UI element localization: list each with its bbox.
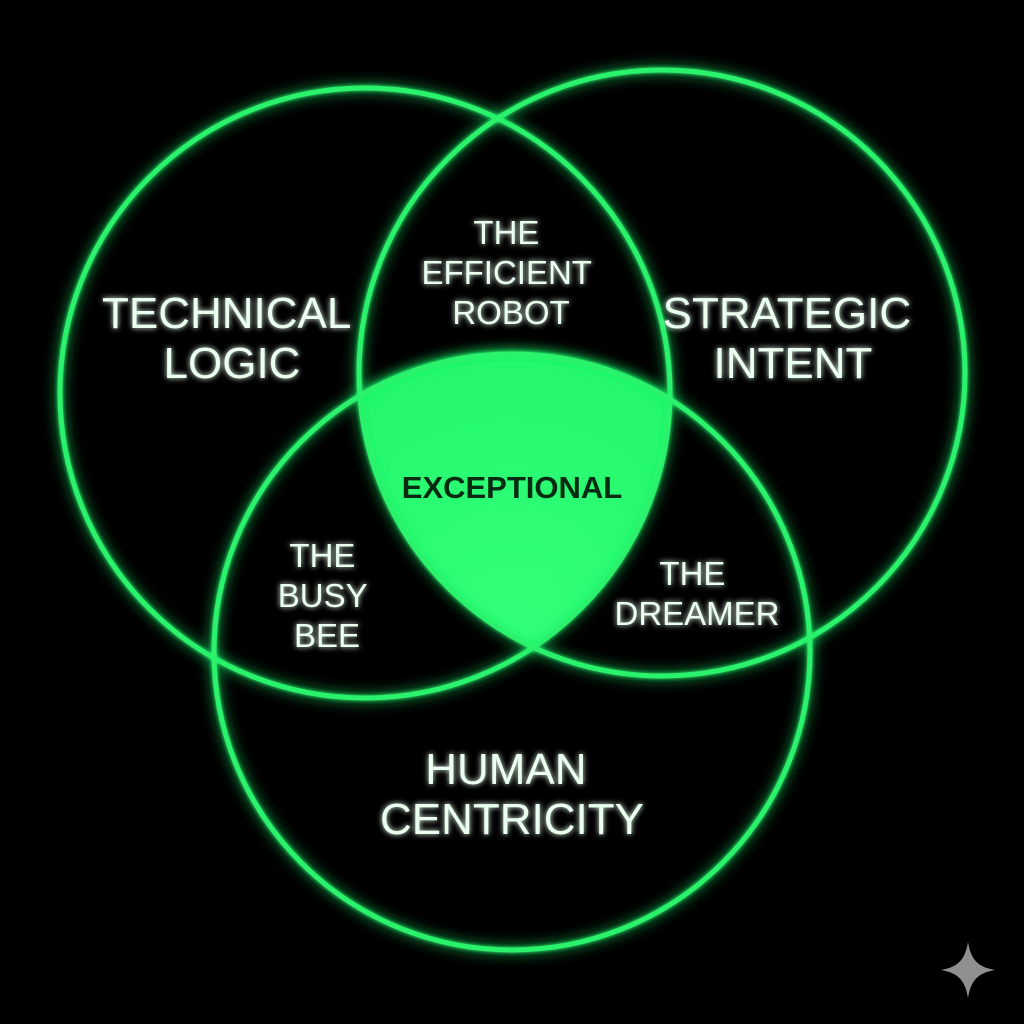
technical-logic-label: TECHNICAL LOGIC bbox=[102, 289, 362, 388]
human-centricity-label: HUMAN CENTRICITY bbox=[380, 745, 644, 844]
dreamer-label: THE DREAMER bbox=[614, 555, 779, 632]
human-centricity-circle bbox=[211, 351, 813, 953]
sparkle-icon bbox=[941, 942, 995, 998]
efficient-robot-label: THE EFFICIENT ROBOT bbox=[421, 214, 600, 331]
busy-bee-label: THE BUSY BEE bbox=[278, 537, 376, 654]
strategic-intent-label: STRATEGIC INTENT bbox=[663, 289, 924, 388]
technical-logic-circle bbox=[57, 85, 673, 701]
strategic-intent-circle bbox=[356, 67, 968, 679]
exceptional-label: EXCEPTIONAL bbox=[402, 470, 622, 505]
